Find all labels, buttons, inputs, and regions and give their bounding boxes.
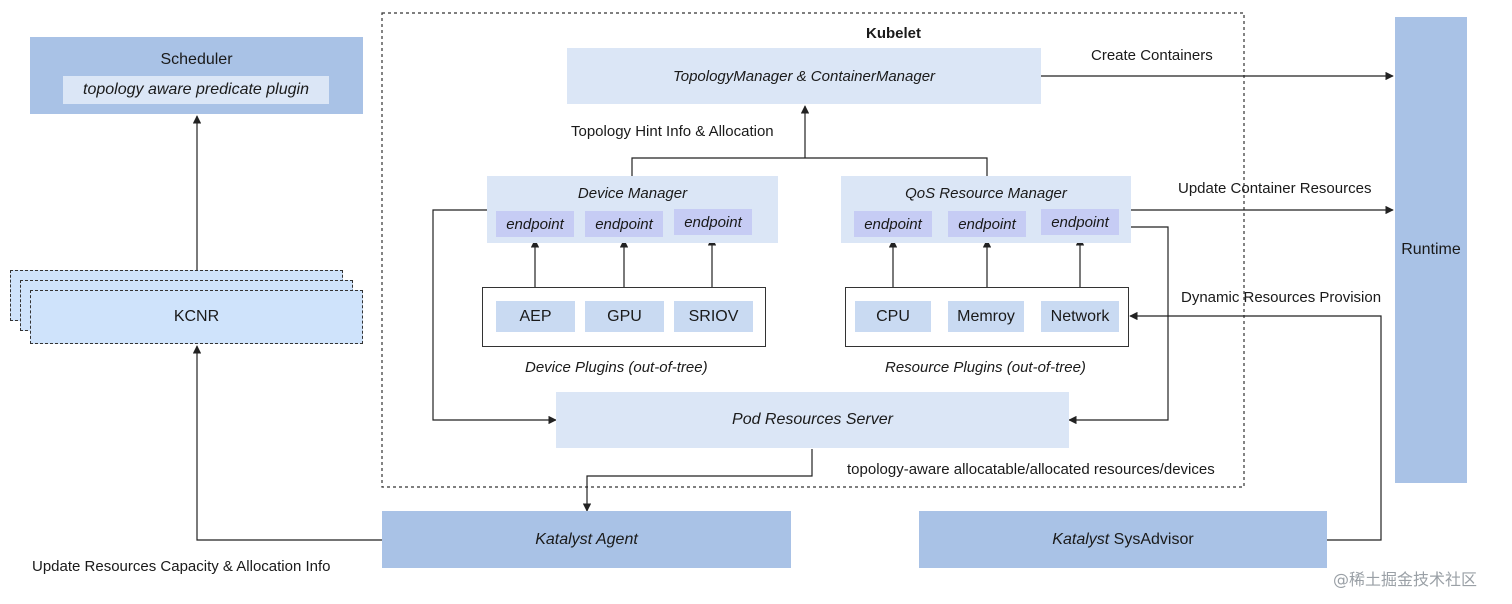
device-endpoint-1[interactable]: endpoint [496, 211, 574, 237]
predicate-plugin[interactable]: topology aware predicate plugin [63, 76, 329, 104]
sysadvisor-suffix: SysAdvisor [1109, 530, 1194, 548]
kubelet-title: Kubelet [866, 25, 922, 42]
qos-manager-title: QoS Resource Manager [905, 185, 1067, 202]
sysadvisor-prefix: Katalyst [1052, 530, 1110, 548]
qos-endpoint-1[interactable]: endpoint [854, 211, 932, 237]
dynamic-resources-provision-label: Dynamic Resources Provision [1181, 289, 1382, 306]
update-resources-capacity-label: Update Resources Capacity & Allocation I… [32, 558, 331, 575]
plugin-memory[interactable]: Memroy [948, 301, 1024, 332]
device-endpoint-3[interactable]: endpoint [674, 209, 752, 235]
katalyst-sysadvisor-box[interactable]: Katalyst SysAdvisor [919, 511, 1327, 568]
watermark-text: @稀土掘金技术社区 [1333, 570, 1478, 589]
device-endpoint-2[interactable]: endpoint [585, 211, 663, 237]
topology-manager-box[interactable]: TopologyManager & ContainerManager [567, 48, 1041, 104]
qos-resource-manager-box[interactable]: QoS Resource Manager endpoint endpoint e… [841, 176, 1131, 243]
plugin-gpu[interactable]: GPU [585, 301, 664, 332]
pod-resources-server-box[interactable]: Pod Resources Server [556, 392, 1069, 448]
plugin-sriov[interactable]: SRIOV [674, 301, 753, 332]
katalyst-agent-box[interactable]: Katalyst Agent [382, 511, 791, 568]
scheduler-title: Scheduler [160, 51, 233, 68]
allocatable-label: topology-aware allocatable/allocated res… [847, 461, 1215, 478]
qos-endpoint-3[interactable]: endpoint [1041, 209, 1119, 235]
create-containers-label: Create Containers [1091, 47, 1213, 64]
device-manager-title: Device Manager [577, 185, 688, 202]
plugin-network[interactable]: Network [1041, 301, 1119, 332]
device-plugins-caption: Device Plugins (out-of-tree) [525, 359, 708, 376]
runtime-box[interactable]: Runtime [1395, 17, 1467, 483]
device-manager-box[interactable]: Device Manager endpoint endpoint endpoin… [487, 176, 778, 243]
plugin-cpu[interactable]: CPU [855, 301, 931, 332]
topology-hint-label: Topology Hint Info & Allocation [571, 123, 774, 140]
update-container-resources-label: Update Container Resources [1178, 180, 1372, 197]
scheduler-box[interactable]: Scheduler topology aware predicate plugi… [30, 37, 363, 114]
kcnr-box[interactable]: KCNR [30, 290, 363, 344]
resource-plugins-caption: Resource Plugins (out-of-tree) [885, 359, 1086, 376]
qos-endpoint-2[interactable]: endpoint [948, 211, 1026, 237]
plugin-aep[interactable]: AEP [496, 301, 575, 332]
